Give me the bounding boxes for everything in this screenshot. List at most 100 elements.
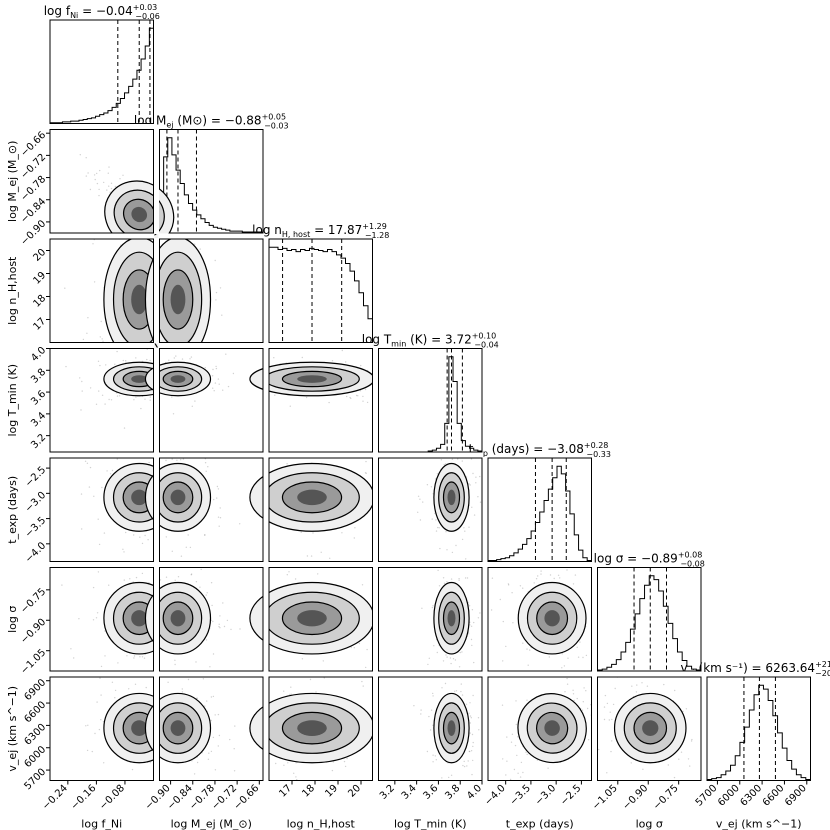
hist-frame-vej (706, 676, 811, 781)
sample-point (540, 570, 542, 572)
sample-point (473, 514, 476, 516)
sample-point (211, 604, 213, 607)
sample-point (125, 531, 127, 534)
sample-point (468, 526, 470, 528)
sample-point (100, 694, 102, 696)
sample-point (611, 740, 613, 742)
contour-line-1 (438, 472, 465, 523)
hist-title-sub: ej (166, 121, 173, 130)
sample-point (173, 357, 175, 359)
gap-mask (49, 562, 155, 567)
sample-point (346, 757, 348, 760)
sample-point (341, 532, 343, 534)
density-level-3 (170, 720, 186, 736)
sample-point (84, 460, 87, 462)
sample-point (678, 758, 680, 760)
sample-point (194, 400, 196, 402)
sample-point (510, 741, 513, 743)
sample-point (462, 764, 464, 767)
sample-point (222, 389, 224, 391)
sample-point (94, 178, 96, 181)
sample-point (212, 736, 215, 739)
sample-point (361, 584, 364, 586)
sample-point (460, 683, 462, 685)
sample-point (315, 691, 317, 693)
contour-line-0 (144, 361, 212, 397)
sample-point (139, 656, 141, 658)
sample-point (331, 769, 334, 772)
gap-mask (263, 566, 269, 672)
sample-point (451, 458, 454, 460)
scatter-panel-tmin-vs-nh (249, 348, 375, 453)
sample-point (149, 359, 151, 362)
scatter-panel-vej-vs-tmin (378, 676, 483, 781)
density-level-3 (297, 610, 327, 627)
sample-point (598, 748, 600, 751)
gap-mask (701, 676, 707, 782)
sample-point (548, 656, 550, 658)
sample-point (134, 683, 137, 685)
sample-point (230, 628, 232, 631)
sample-point (215, 291, 218, 294)
contour-line-0 (517, 581, 587, 655)
sample-point (680, 751, 683, 753)
sample-point (286, 574, 288, 576)
sample-point (630, 762, 632, 764)
sample-point (583, 687, 585, 689)
sample-point (190, 356, 193, 358)
sample-point (295, 762, 297, 764)
density-level-3 (131, 720, 148, 736)
hist-title-value: (M⊙) = −0.88 (174, 114, 262, 128)
hist-steps-vej (706, 684, 811, 781)
sample-point (421, 607, 423, 609)
sample-point (61, 584, 63, 586)
sample-point (454, 659, 457, 661)
sample-point (451, 551, 454, 554)
sample-point (214, 259, 216, 262)
gap-mask (377, 671, 483, 677)
x-tick-label-vej: 6600 (761, 783, 787, 809)
contour-line-2 (281, 481, 343, 514)
sample-point (199, 248, 201, 250)
contour-line-1 (526, 702, 578, 754)
sample-point (310, 555, 313, 557)
sample-point (513, 768, 516, 771)
sample-point (215, 365, 217, 368)
sample-point (133, 534, 135, 536)
panel-frame (49, 238, 154, 343)
sample-point (99, 677, 101, 679)
sample-point (159, 579, 162, 581)
hist-panel-nh: log nH, host = 17.87+1.29−1.28 (252, 222, 389, 343)
hist-title-nh: log nH, host = 17.87+1.29−1.28 (252, 222, 389, 240)
gap-mask (377, 452, 483, 458)
sample-point (471, 506, 473, 508)
panel-frame (159, 567, 264, 672)
contour-line-2 (122, 198, 156, 231)
sample-point (611, 718, 613, 721)
density-level-3 (131, 489, 148, 506)
gap-mask (263, 676, 269, 782)
sample-point (469, 624, 471, 626)
hist-title-sub: Ni (70, 11, 78, 20)
sample-point (442, 660, 445, 662)
sample-point (180, 555, 183, 557)
sample-point (516, 754, 518, 757)
hist-title-mej: log Mej (M⊙) = −0.88+0.05−0.03 (134, 113, 289, 131)
density-level-3 (447, 610, 456, 627)
sample-point (89, 466, 92, 469)
sample-point (446, 656, 448, 658)
sample-point (289, 405, 291, 407)
scatter-panel-mej-vs-fni (49, 129, 175, 249)
sample-point (290, 693, 292, 695)
sample-point (364, 472, 367, 474)
gap-mask (49, 233, 155, 239)
hist-title-tmin: log Tmin (K) = 3.72+0.10−0.04 (362, 332, 499, 350)
gap-mask (373, 347, 378, 453)
sample-point (174, 659, 176, 661)
sample-point (445, 463, 447, 465)
sample-point (111, 681, 114, 683)
sample-point (490, 609, 493, 611)
contour-line-2 (162, 269, 194, 330)
sample-point (212, 653, 215, 655)
sample-point (522, 642, 524, 644)
